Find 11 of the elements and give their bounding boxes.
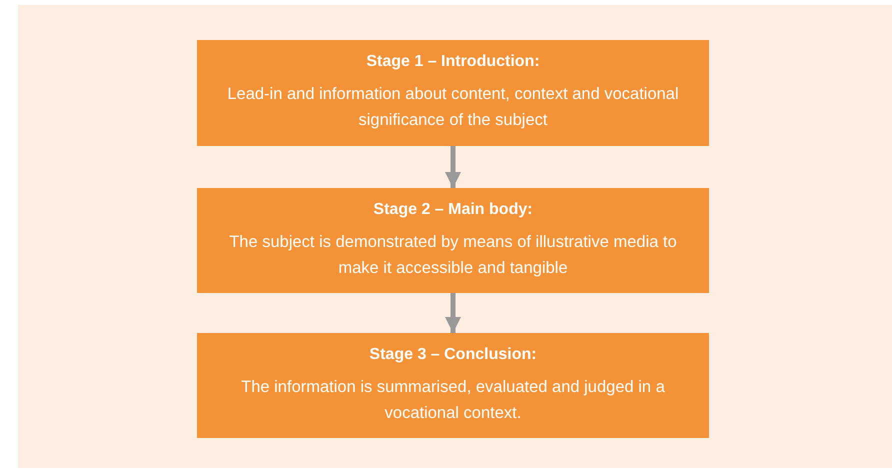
stage-description: The subject is demonstrated by means of illustrative media to make it accessible and tangible — [228, 232, 678, 278]
stage-box — [197, 188, 709, 293]
stage-box — [197, 40, 709, 146]
arrow — [445, 146, 461, 188]
stage-heading: Stage 2 – Main body: — [373, 200, 533, 218]
stage-description: The information is summarised, evaluated and judged in a vocational context. — [240, 376, 666, 424]
stage-heading: Stage 1 – Introduction: — [366, 53, 540, 71]
stage-description: Lead-in and information about content, context and vocational significance of the subject — [226, 84, 680, 131]
stage-box — [197, 333, 709, 438]
stage-heading: Stage 3 – Conclusion: — [369, 346, 537, 364]
arrow — [445, 293, 461, 333]
